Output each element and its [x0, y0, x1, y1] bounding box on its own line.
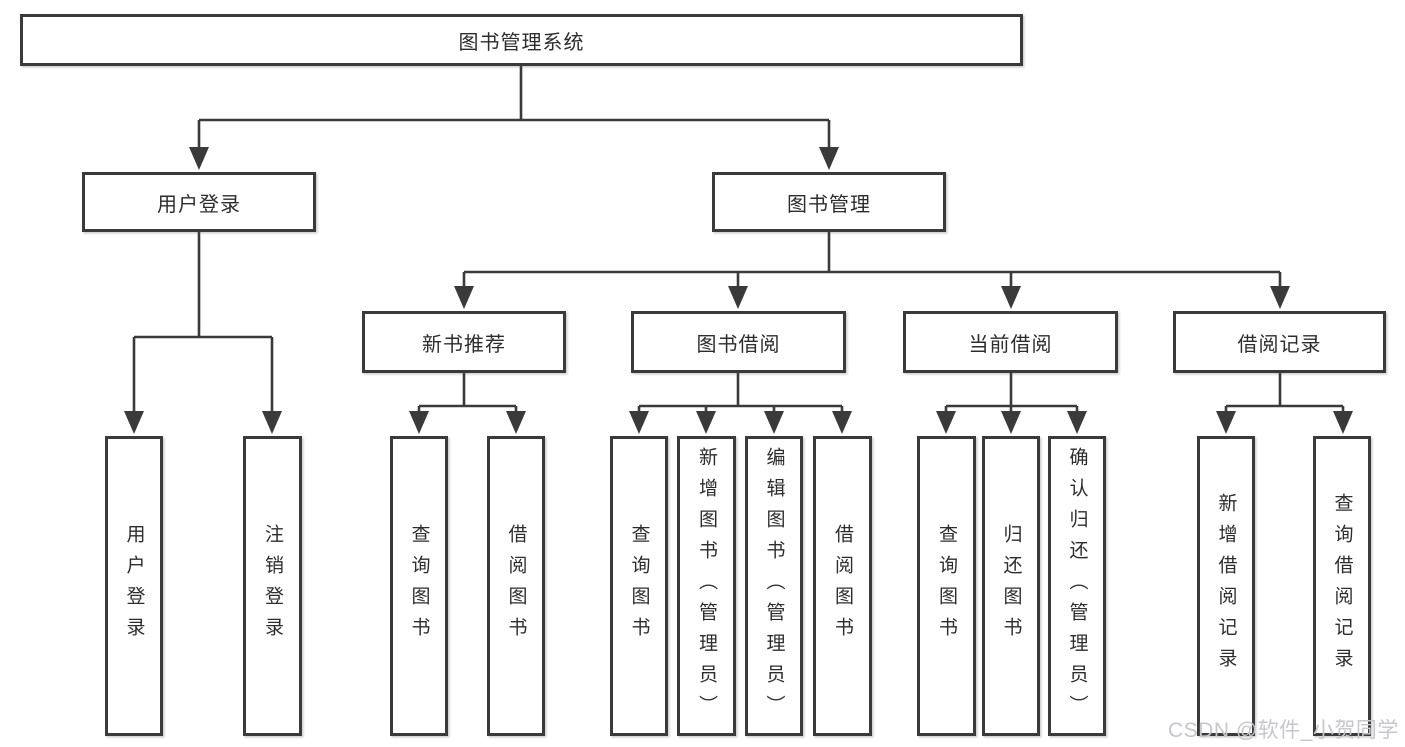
node-book-management: 图书管理 — [712, 172, 946, 232]
leaf-user-login: 用户登录 — [105, 436, 163, 736]
leaf-query-borrow-record: 查询借阅记录 — [1313, 436, 1371, 736]
leaf-edit-books-admin: 编辑图书（管理员） — [745, 436, 803, 736]
leaf-borrow-books: 借阅图书 — [813, 436, 872, 736]
node-book-borrow: 图书借阅 — [631, 311, 846, 373]
leaf-logout: 注销登录 — [243, 436, 302, 736]
node-new-book-recommend: 新书推荐 — [362, 311, 566, 373]
leaf-borrow-books-recommend: 借阅图书 — [487, 436, 545, 736]
leaf-query-books-recommend: 查询图书 — [390, 436, 448, 736]
csdn-watermark: CSDN @软件_小贺同学 — [1168, 719, 1399, 742]
node-current-borrow: 当前借阅 — [903, 311, 1118, 373]
leaf-add-books-admin: 新增图书（管理员） — [677, 436, 736, 736]
node-borrow-records: 借阅记录 — [1173, 311, 1386, 373]
leaf-add-borrow-record: 新增借阅记录 — [1197, 436, 1255, 736]
node-user-login: 用户登录 — [82, 172, 316, 232]
leaf-confirm-return-admin: 确认归还（管理员） — [1048, 436, 1106, 736]
leaf-return-books: 归还图书 — [982, 436, 1040, 736]
node-library-management-system: 图书管理系统 — [20, 14, 1023, 66]
leaf-query-books-borrow: 查询图书 — [610, 436, 668, 736]
leaf-query-books-current: 查询图书 — [917, 436, 976, 736]
